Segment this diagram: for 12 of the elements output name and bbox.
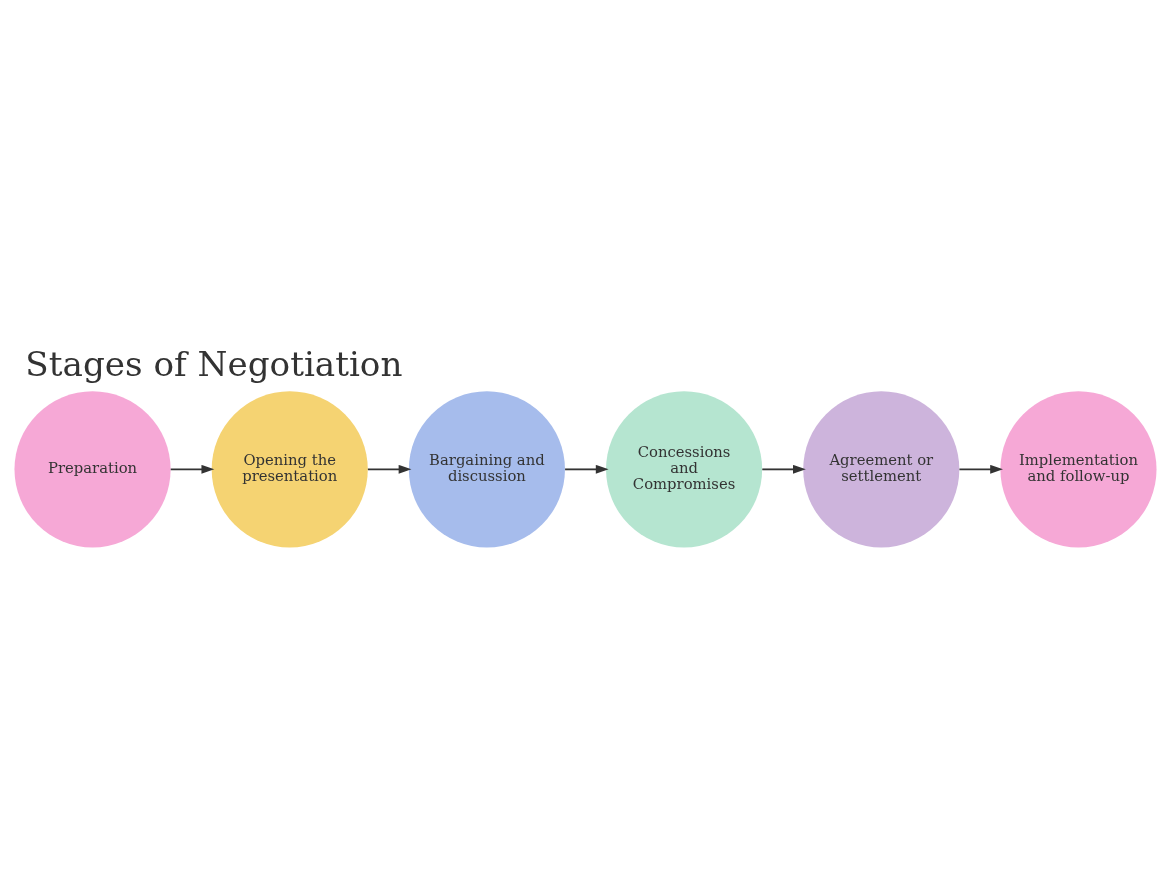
arrow xyxy=(761,464,806,474)
node-circle: Bargaining and discussion xyxy=(408,390,565,547)
arrow xyxy=(564,464,609,474)
node-circle: Opening the presentation xyxy=(211,390,368,547)
node-circle: Implementation and follow-up xyxy=(1000,390,1157,547)
node-circle: Agreement or settlement xyxy=(803,390,960,547)
node-circle: Preparation xyxy=(14,390,171,547)
arrow xyxy=(958,464,1003,474)
arrow xyxy=(366,464,412,474)
arrow xyxy=(169,464,215,474)
node-circle: Concessions and Compromises xyxy=(606,390,763,547)
diagram-title: Stages of Negotiation xyxy=(25,343,403,384)
